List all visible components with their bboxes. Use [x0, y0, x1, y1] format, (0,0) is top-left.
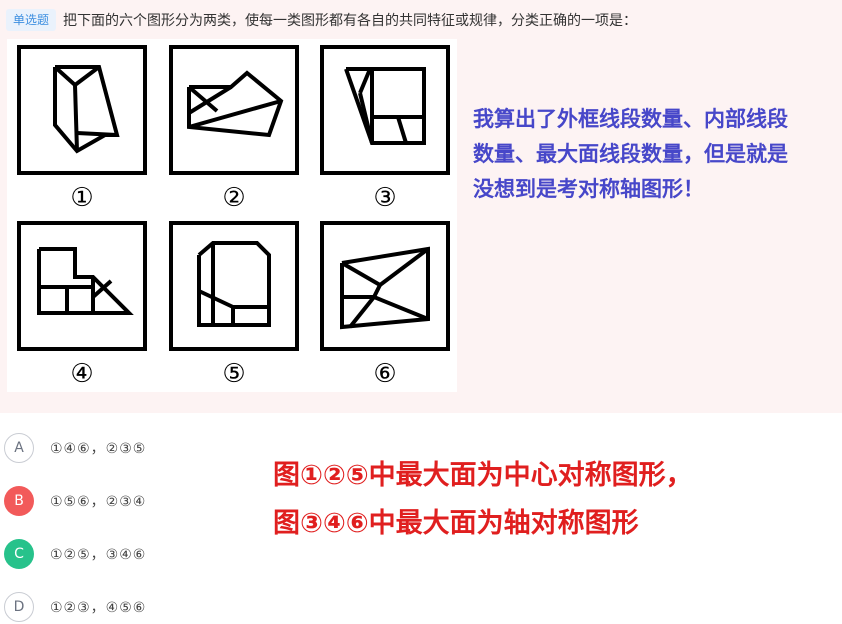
option-a-text: ①④⑥，②③⑤	[50, 441, 147, 457]
question-header: 单选题 把下面的六个图形分为两类，使每一类图形都有各自的共同特征或规律，分类正确…	[6, 8, 637, 32]
option-a[interactable]: A ①④⑥，②③⑤	[4, 431, 146, 465]
option-b[interactable]: B ①⑤⑥，②③④	[4, 484, 146, 518]
option-b-text: ①⑤⑥，②③④	[50, 494, 147, 510]
option-d-circle[interactable]: D	[4, 592, 34, 622]
annotation-blue: 我算出了外框线段数量、内部线段 数量、最大面线段数量，但是就是 没想到是考对称轴…	[473, 102, 838, 207]
question-area: 单选题 把下面的六个图形分为两类，使每一类图形都有各自的共同特征或规律，分类正确…	[0, 0, 842, 413]
figure-panel: ① ② ③ ④ ⑤ ⑥	[7, 39, 457, 392]
figure-4-label: ④	[70, 359, 94, 389]
figure-2-label: ②	[222, 183, 246, 213]
figure-2	[169, 45, 299, 175]
figure-3-label: ③	[373, 183, 397, 213]
option-c-text: ①②⑤，③④⑥	[50, 547, 147, 563]
annotation-red-line-1: 图①②⑤中最大面为中心对称图形，	[273, 460, 693, 491]
figure-3	[320, 45, 450, 175]
figure-6	[320, 221, 450, 351]
annotation-red: 图①②⑤中最大面为中心对称图形， 图③④⑥中最大面为轴对称图形	[273, 452, 833, 548]
figure-6-label: ⑥	[373, 359, 397, 389]
figure-1-label: ①	[70, 183, 94, 213]
figure-4	[17, 221, 147, 351]
question-type-badge: 单选题	[6, 9, 57, 31]
option-c-circle[interactable]: C	[4, 539, 34, 569]
option-b-circle[interactable]: B	[4, 486, 34, 516]
option-d-text: ①②③，④⑤⑥	[50, 600, 147, 616]
annotation-red-line-2: 图③④⑥中最大面为轴对称图形	[273, 508, 639, 539]
figure-1	[17, 45, 147, 175]
option-c[interactable]: C ①②⑤，③④⑥	[4, 537, 146, 571]
annotation-blue-line-3: 没想到是考对称轴图形！	[473, 177, 704, 201]
option-d[interactable]: D ①②③，④⑤⑥	[4, 590, 146, 624]
figure-5	[169, 221, 299, 351]
annotation-blue-line-1: 我算出了外框线段数量、内部线段	[473, 107, 788, 131]
figure-5-label: ⑤	[222, 359, 246, 389]
option-a-circle[interactable]: A	[4, 433, 34, 463]
annotation-blue-line-2: 数量、最大面线段数量，但是就是	[473, 142, 788, 166]
question-text: 把下面的六个图形分为两类，使每一类图形都有各自的共同特征或规律，分类正确的一项是…	[63, 13, 638, 29]
